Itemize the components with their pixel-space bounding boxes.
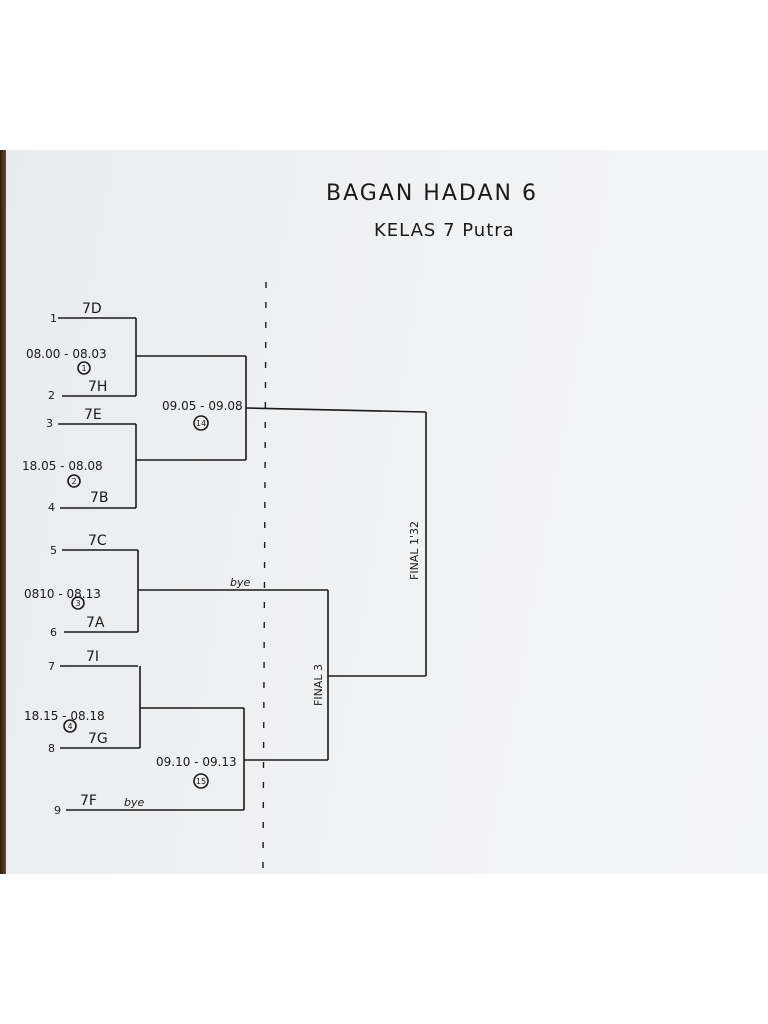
- bye-label-seed-9: bye: [124, 796, 144, 809]
- match-3-time: 0810 - 08.13: [24, 587, 101, 601]
- match-15-time: 09.10 - 09.13: [156, 755, 237, 769]
- svg-text:15: 15: [196, 777, 206, 786]
- seed-number-6: 6: [50, 626, 57, 639]
- dashed-divider: [262, 281, 267, 869]
- bye-label-match-3: bye: [230, 576, 250, 589]
- team-name-8: 7G: [88, 731, 108, 747]
- seed-number-8: 8: [48, 742, 55, 755]
- svg-text:2: 2: [71, 477, 76, 486]
- seed-number-1: 1: [50, 312, 57, 325]
- paper-edge-shadow: [0, 150, 6, 874]
- match-14-out: [245, 407, 427, 413]
- match-14-badge: 14: [193, 415, 209, 431]
- match-1-badge: 1: [77, 361, 91, 375]
- team-name-5: 7C: [88, 533, 107, 549]
- team-name-3: 7E: [84, 407, 102, 423]
- team-name-6: 7A: [86, 615, 105, 631]
- seed-number-2: 2: [48, 389, 55, 402]
- team-name-7: 7I: [86, 649, 99, 665]
- svg-text:1: 1: [81, 364, 86, 373]
- team-name-4: 7B: [90, 490, 109, 506]
- match-2-time: 18.05 - 08.08: [22, 459, 103, 473]
- seed-number-9: 9: [54, 804, 61, 817]
- team-name-9: 7F: [80, 793, 97, 809]
- bracket-title: BAGAN HADAN 6: [326, 181, 538, 206]
- final-3-label: FINAL 3: [312, 664, 325, 706]
- team-name-1: 7D: [82, 301, 102, 317]
- seed-number-5: 5: [50, 544, 57, 557]
- match-1-time: 08.00 - 08.03: [26, 347, 107, 361]
- match-4-time: 18.15 - 08.18: [24, 709, 105, 723]
- seed-number-7: 7: [48, 660, 55, 673]
- final-1-2-label: FINAL 1'32: [408, 521, 421, 580]
- bracket-subtitle: KELAS 7 Putra: [374, 220, 515, 241]
- svg-text:3: 3: [75, 599, 80, 608]
- svg-text:4: 4: [67, 722, 72, 731]
- svg-text:14: 14: [196, 419, 206, 428]
- team-name-2: 7H: [88, 379, 107, 395]
- match-14-time: 09.05 - 09.08: [162, 399, 243, 413]
- match-3-badge: 3: [71, 596, 85, 610]
- seed-number-3: 3: [46, 417, 53, 430]
- match-2-badge: 2: [67, 474, 81, 488]
- match-15-badge: 15: [193, 773, 209, 789]
- seed-number-4: 4: [48, 501, 55, 514]
- match-4-badge: 4: [63, 719, 77, 733]
- paper-sheet: [0, 150, 768, 874]
